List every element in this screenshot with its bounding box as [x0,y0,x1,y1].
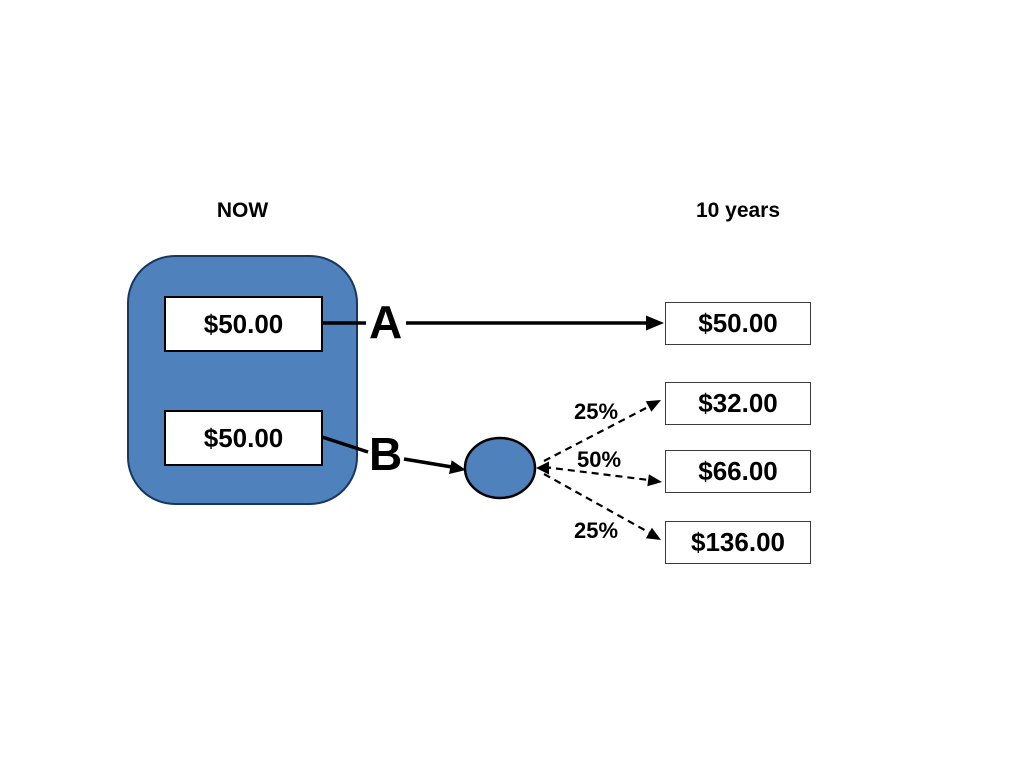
option-a-outcome-box: $50.00 [665,302,811,345]
now-group-container [127,255,358,505]
option-a-label: A [369,296,403,348]
option-b-outcome-box-2: $66.00 [665,450,811,493]
option-b-outcome-value-2: $66.00 [698,456,778,486]
chance-node [463,436,537,500]
now-column-label: NOW [216,199,269,222]
option-b-arrowhead-icon [449,460,466,474]
option-b-start-box: $50.00 [164,410,323,466]
option-a-arrowhead-icon [646,315,664,331]
option-b-outcome-box-1: $32.00 [665,382,811,425]
probability-arrowhead-1-icon [645,400,661,412]
chance-node-arrowhead-icon [536,461,549,475]
option-b-outcome-value-3: $136.00 [691,527,785,557]
probability-label-1: 25% [573,399,619,424]
option-b-outcome-value-1: $32.00 [698,388,778,418]
probability-arrowhead-3-icon [645,527,661,540]
option-a-start-box: $50.00 [164,296,323,352]
option-b-outcome-box-3: $136.00 [665,521,811,564]
future-column-label: 10 years [695,199,781,222]
option-b-start-value: $50.00 [203,422,284,453]
probability-label-2: 50% [576,447,622,472]
option-b-arrow-line [403,457,453,469]
probability-arrowhead-2-icon [647,474,662,487]
option-a-start-value: $50.00 [203,308,284,339]
option-b-label: B [369,428,403,480]
probability-label-3: 25% [573,518,619,543]
option-a-outcome-value: $50.00 [698,308,778,338]
